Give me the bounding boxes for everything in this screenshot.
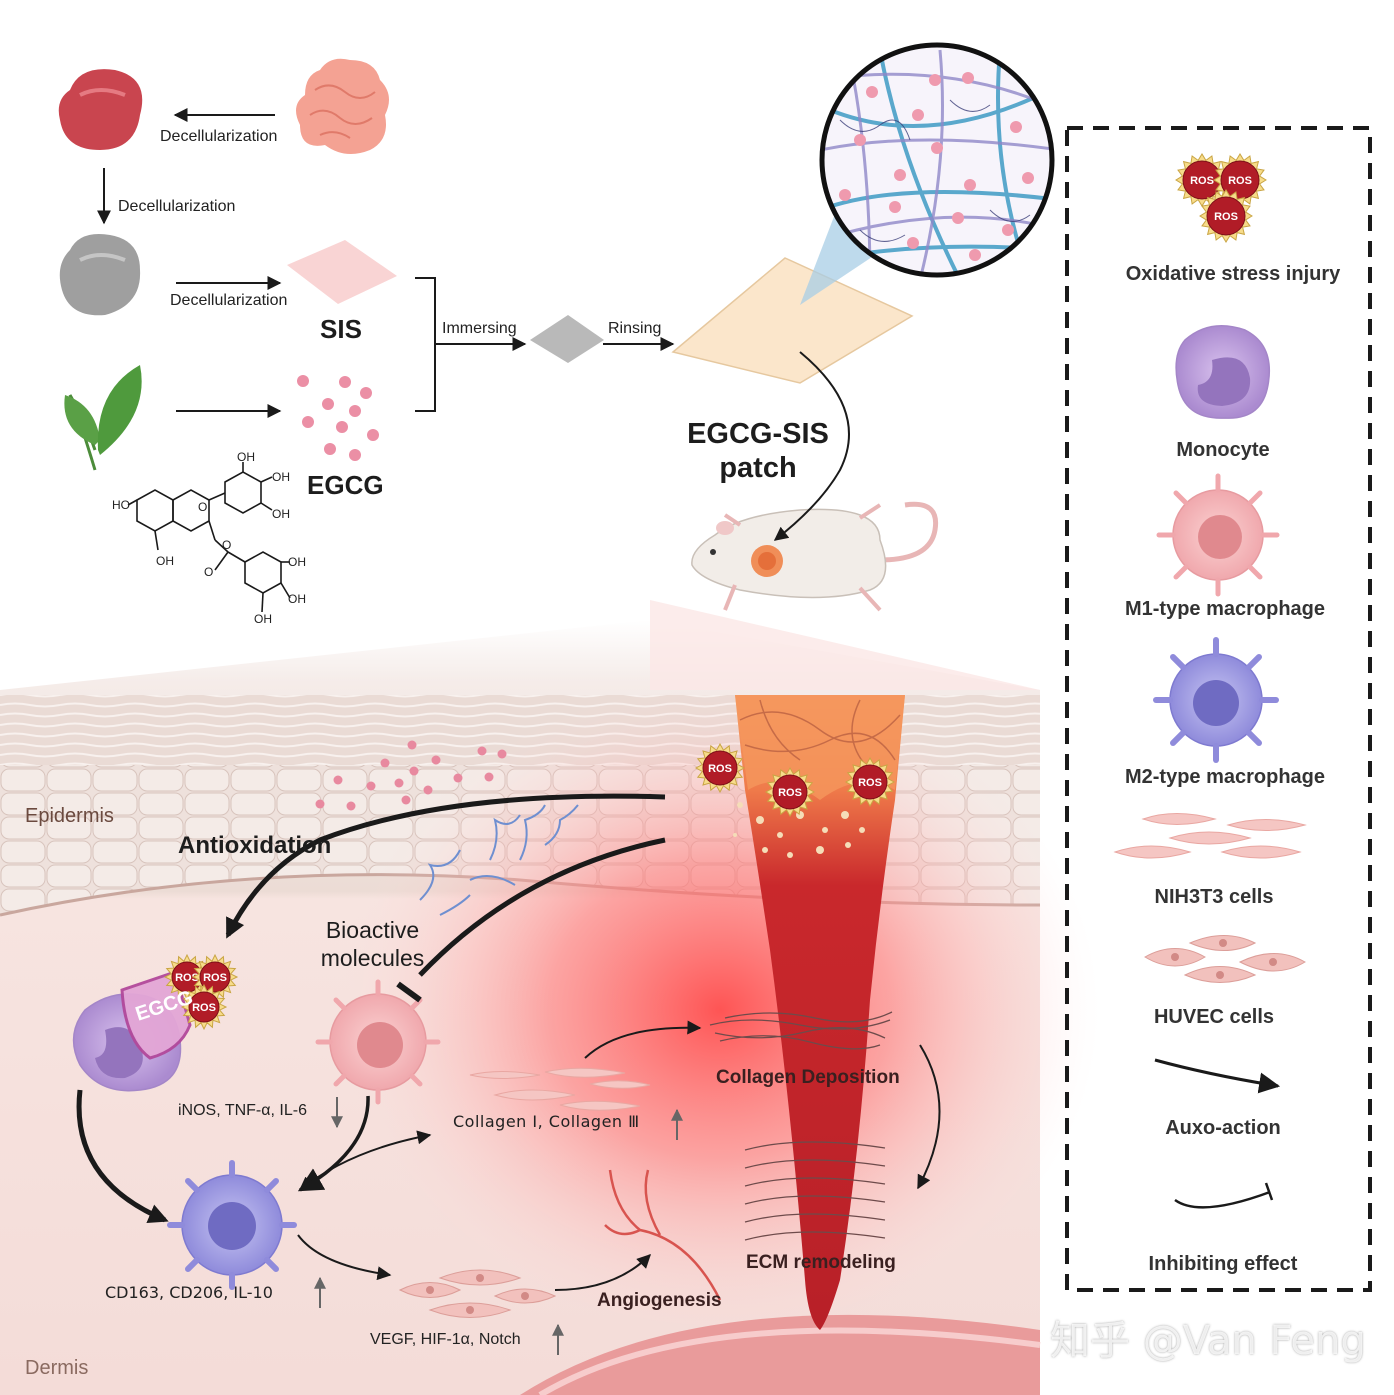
- o-label: O: [222, 538, 232, 552]
- decellularization-label-3: Decellularization: [170, 292, 288, 309]
- inos-label: iNOS, TNF-α, IL-6: [178, 1102, 307, 1119]
- dermis-label: Dermis: [25, 1357, 89, 1379]
- zoom-cone: [650, 600, 1040, 690]
- inflammation-glow: [340, 680, 1100, 1340]
- vegf-label: VEGF, HIF-1α, Notch: [370, 1331, 521, 1348]
- ros-text: ROS: [192, 1002, 216, 1014]
- o-label: O: [204, 565, 214, 579]
- oh-label: OH: [272, 507, 290, 521]
- tissue-monocyte: [72, 970, 192, 1092]
- sis-label: SIS: [320, 314, 362, 344]
- ros-icon: ROS: [844, 756, 896, 808]
- ros-icon: ROS: [191, 953, 239, 1001]
- o-label: O: [198, 500, 208, 514]
- oh-label: OH: [237, 450, 255, 464]
- new-vessel: [604, 1169, 722, 1301]
- liver-red: [58, 69, 143, 150]
- tissue-egcg-dots: [315, 740, 507, 811]
- ros-text: ROS: [778, 787, 802, 799]
- legend-auxo-arrow: [1154, 1058, 1281, 1094]
- liver-grey: [59, 234, 141, 316]
- decellularization-label-1: Decellularization: [160, 128, 278, 145]
- debris: [733, 802, 865, 858]
- egcg-sis-patch: [671, 257, 914, 384]
- ros-text: ROS: [858, 777, 882, 789]
- huvec-cluster: [398, 1269, 557, 1318]
- egcg-sis-patch-label: EGCG-SIS patch: [678, 417, 838, 485]
- egcg-label: EGCG: [307, 470, 384, 500]
- oh-label: OH: [272, 470, 290, 484]
- oh-label: OH: [156, 554, 174, 568]
- tea-leaves: [64, 365, 142, 471]
- legend-nih3t3: [1113, 813, 1307, 859]
- bioactive-line2: molecules: [320, 945, 425, 971]
- ros-text: ROS: [1214, 211, 1238, 223]
- fiber-magnification: [819, 42, 1055, 278]
- ros-icon: ROS: [180, 983, 228, 1031]
- ros-text: ROS: [175, 972, 199, 984]
- ros-text: ROS: [1190, 175, 1214, 187]
- cd-markers-label: CD163, CD206, IL-10: [105, 1283, 273, 1302]
- legend-monocyte-label: Monocyte: [1176, 439, 1270, 461]
- bioactive-line1: Bioactive: [325, 917, 420, 943]
- level-arrows: [314, 1097, 683, 1355]
- wound-channel: [735, 695, 905, 1330]
- egcg-molecule: [127, 462, 291, 613]
- tissue-m1-macrophage: [315, 979, 441, 1105]
- legend-inhibit-label: Inhibiting effect: [1148, 1253, 1298, 1275]
- epidermis-label: Epidermis: [25, 805, 114, 827]
- egcg-shield: [120, 970, 192, 1060]
- legend-m1-label: M1-type macrophage: [1124, 598, 1326, 620]
- decellularization-label-2: Decellularization: [118, 198, 236, 215]
- ecm-fibers: [744, 1141, 886, 1241]
- collagen-fibers: [709, 1011, 893, 1050]
- fibroblast-cluster: [469, 1067, 651, 1111]
- legend-huvec: [1144, 935, 1306, 983]
- legend-oxidative-label: Oxidative stress injury: [1125, 263, 1341, 285]
- egcg-dots: [297, 375, 379, 461]
- collagen-deposition-label: Collagen Deposition: [716, 1067, 900, 1088]
- intestine-icon: [296, 58, 389, 154]
- legend-m2-label: M2-type macrophage: [1124, 766, 1326, 788]
- legend-box: [1065, 126, 1372, 1292]
- ros-text: ROS: [203, 972, 227, 984]
- rinsing-label: Rinsing: [608, 320, 662, 337]
- workflow-arrows: [97, 108, 850, 541]
- ros-icon: ROS: [694, 742, 746, 794]
- legend-huvec-label: HUVEC cells: [1153, 1006, 1275, 1028]
- watermark: 知乎 @Van Feng: [1050, 1318, 1366, 1364]
- legend-monocyte: [1175, 325, 1271, 419]
- ros-bursts: ROS ROS ROS ROS ROS ROS ROS ROS ROS: [163, 153, 1267, 1031]
- antioxidation-label: Antioxidation: [178, 832, 332, 859]
- angiogenesis-label: Angiogenesis: [597, 1290, 722, 1311]
- tissue-arrows: [76, 793, 941, 1291]
- rat-icon: [691, 501, 939, 612]
- ros-icon: ROS: [1199, 189, 1253, 243]
- ros-icon: ROS: [764, 766, 816, 818]
- ho-label: HO: [112, 498, 130, 512]
- grey-patch: [530, 315, 604, 363]
- bioactive-strands: [419, 804, 579, 916]
- patch-label-line2: patch: [719, 452, 797, 484]
- bioactive-molecules-label: Bioactive molecules: [305, 916, 440, 972]
- collagen-types-label: Collagen Ⅰ, Collagen Ⅲ: [453, 1112, 640, 1131]
- sis-sheet: [287, 240, 397, 304]
- legend-nih3t3-label: NIH3T3 cells: [1154, 886, 1274, 908]
- ros-icon: ROS: [1175, 153, 1229, 207]
- ros-text: ROS: [1228, 175, 1252, 187]
- legend-auxo-label: Auxo-action: [1165, 1117, 1281, 1139]
- oh-label: OH: [288, 592, 306, 606]
- legend-inhibit-arrow: [1174, 1182, 1274, 1209]
- oh-label: OH: [254, 612, 272, 626]
- legend-m2: [1153, 637, 1279, 763]
- oh-label: OH: [288, 555, 306, 569]
- ecm-remodeling-label: ECM remodeling: [746, 1252, 896, 1273]
- ros-text: ROS: [708, 763, 732, 775]
- patch-label-line1: EGCG-SIS: [687, 418, 829, 450]
- tissue-m2-macrophage: [167, 1160, 297, 1290]
- legend-m1: [1156, 473, 1280, 597]
- immersing-label: Immersing: [442, 320, 517, 337]
- ros-icon: ROS: [163, 953, 211, 1001]
